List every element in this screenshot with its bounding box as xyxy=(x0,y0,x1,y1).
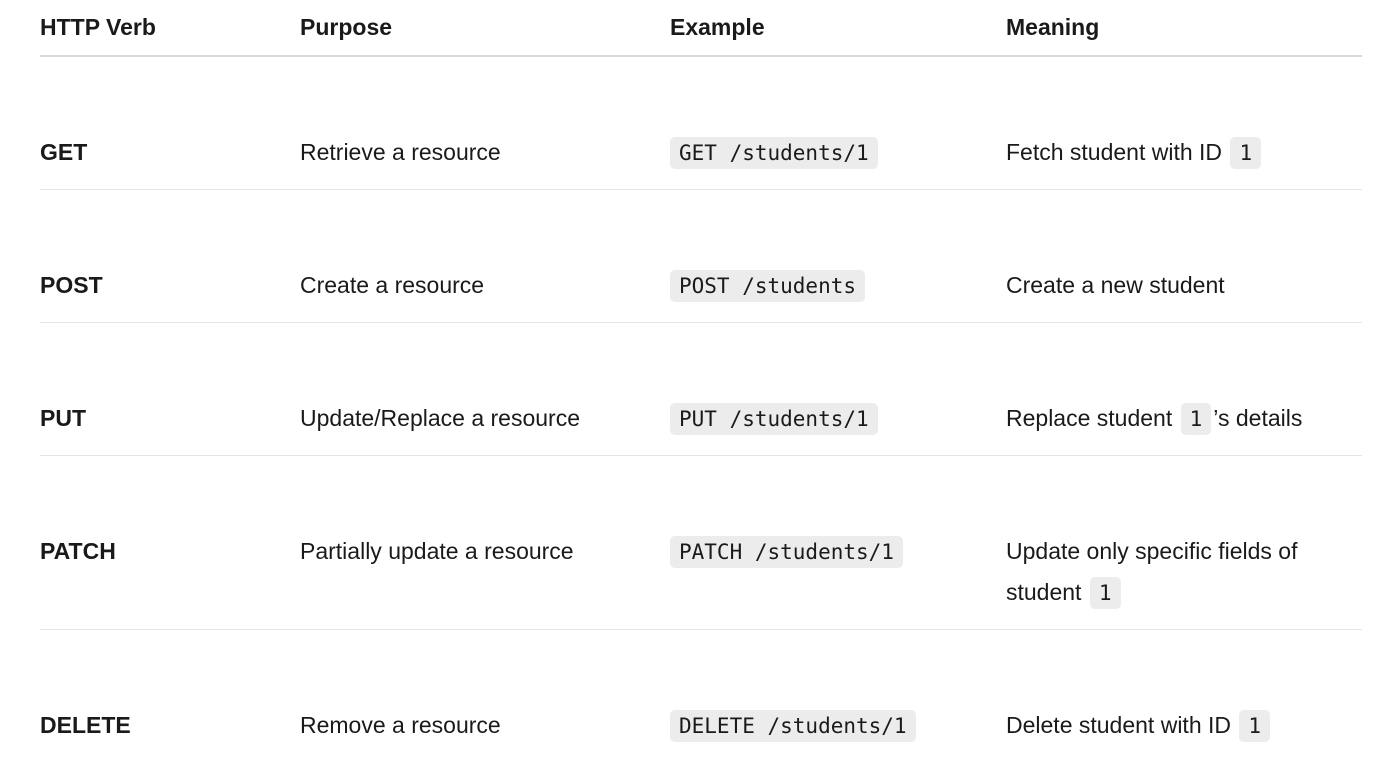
example-cell: PUT /students/1 xyxy=(670,323,1006,455)
purpose-cell: Remove a resource xyxy=(300,712,501,738)
meaning-text: Delete student with ID xyxy=(1006,712,1238,738)
example-code: PATCH /students/1 xyxy=(670,536,903,568)
table-row: PUT Update/Replace a resource PUT /stude… xyxy=(40,323,1362,456)
meaning-text: Fetch student with ID xyxy=(1006,139,1229,165)
meaning-cell: Replace student 1’s details xyxy=(1006,323,1362,455)
meaning-text: Replace student xyxy=(1006,405,1179,431)
header-http-verb: HTTP Verb xyxy=(40,14,156,40)
verb-cell: PATCH xyxy=(40,538,116,564)
purpose-cell: Partially update a resource xyxy=(300,538,574,564)
meaning-code: 1 xyxy=(1230,137,1262,169)
meaning-code: 1 xyxy=(1089,577,1121,609)
example-code: PUT /students/1 xyxy=(670,403,878,435)
header-example: Example xyxy=(670,14,765,40)
example-cell: DELETE /students/1 xyxy=(670,630,1006,762)
meaning-cell: Delete student with ID 1 xyxy=(1006,630,1362,762)
http-verbs-table: HTTP Verb Purpose Example Meaning GET Re… xyxy=(40,0,1362,762)
table-row: GET Retrieve a resource GET /students/1 … xyxy=(40,57,1362,190)
verb-cell: PUT xyxy=(40,405,86,431)
meaning-text: Create a new student xyxy=(1006,272,1225,298)
example-code: DELETE /students/1 xyxy=(670,710,916,742)
purpose-cell: Retrieve a resource xyxy=(300,139,501,165)
meaning-cell: Fetch student with ID 1 xyxy=(1006,57,1362,189)
example-code: POST /students xyxy=(670,270,866,302)
verb-cell: GET xyxy=(40,139,88,165)
example-cell: POST /students xyxy=(670,190,1006,322)
meaning-text: Update only specific fields of student xyxy=(1006,538,1298,605)
table-row: POST Create a resource POST /students Cr… xyxy=(40,190,1362,323)
purpose-cell: Update/Replace a resource xyxy=(300,405,580,431)
verb-cell: DELETE xyxy=(40,712,131,738)
meaning-code: 1 xyxy=(1239,710,1271,742)
meaning-text-suffix: ’s details xyxy=(1213,405,1303,431)
verb-cell: POST xyxy=(40,272,103,298)
meaning-code: 1 xyxy=(1180,403,1212,435)
header-purpose: Purpose xyxy=(300,14,393,40)
example-cell: PATCH /students/1 xyxy=(670,456,1006,588)
table-header-row: HTTP Verb Purpose Example Meaning xyxy=(40,0,1362,57)
purpose-cell: Create a resource xyxy=(300,272,485,298)
table-row: DELETE Remove a resource DELETE /student… xyxy=(40,630,1362,762)
example-cell: GET /students/1 xyxy=(670,57,1006,189)
meaning-cell: Update only specific fields of student 1 xyxy=(1006,456,1362,629)
example-code: GET /students/1 xyxy=(670,137,878,169)
header-meaning: Meaning xyxy=(1006,14,1100,40)
table-row: PATCH Partially update a resource PATCH … xyxy=(40,456,1362,630)
meaning-cell: Create a new student xyxy=(1006,190,1362,322)
